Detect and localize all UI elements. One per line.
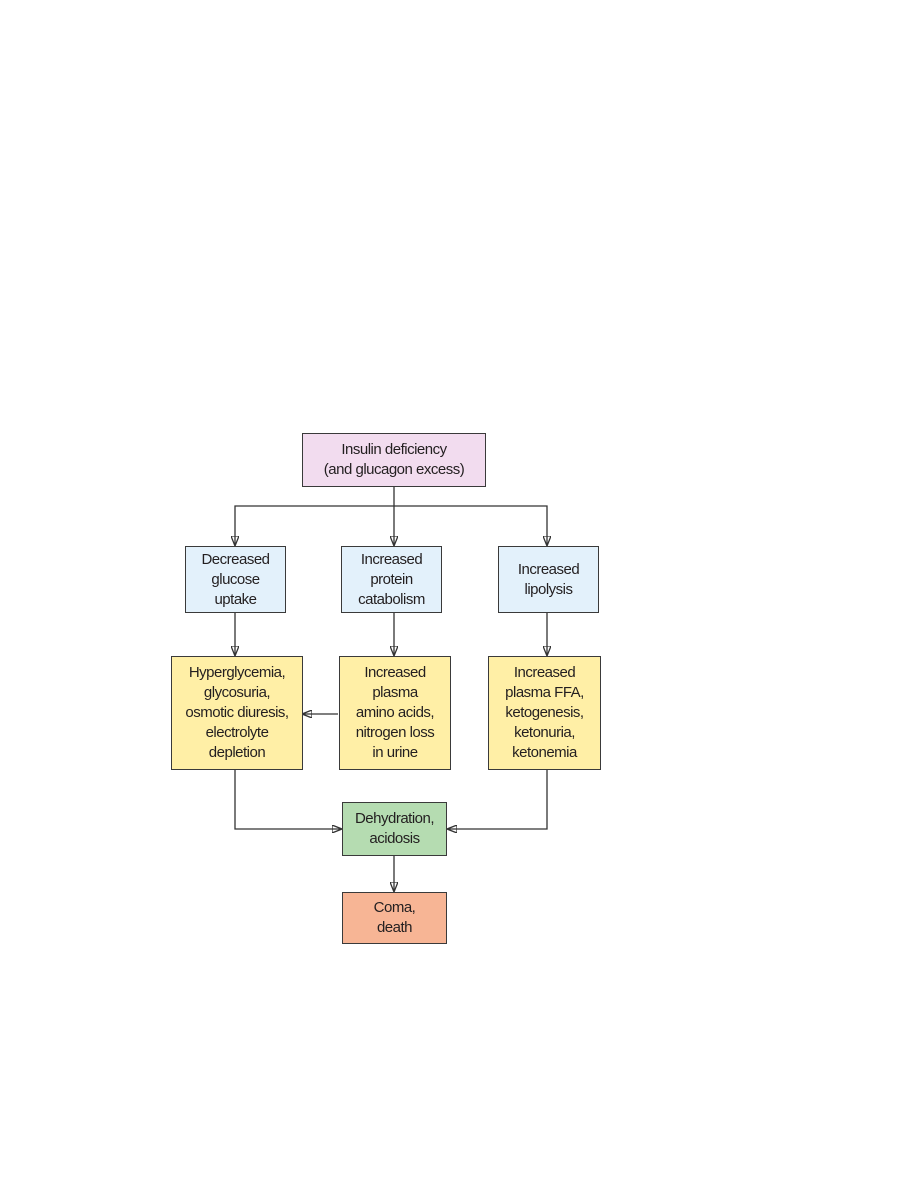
coma-death-line-2: death [376,919,413,936]
plasma-ffa-line-4: ketonuria, [514,724,575,741]
plasma-ffa-line-2: plasma FFA, [505,684,584,701]
insulin-deficiency-line-1: Insulin deficiency [341,441,447,458]
plasma-amino-acids-line-2: plasma [372,684,418,701]
dehydration-acidosis-line-2: acidosis [369,830,420,847]
hyperglycemia-line-3: osmotic diuresis, [185,704,289,721]
plasma-amino-acids-line-1: Increased [364,664,426,681]
arrow-ffa-to-dehydration [448,770,548,829]
increased-protein-catabolism-line-1: Increased [360,550,423,568]
plasma-amino-acids-line-5: in urine [372,744,418,761]
dehydration-acidosis-line-1: Dehydration, [354,810,435,827]
arrow-insulin-to-lipolysis [394,505,547,545]
coma-death-box: Coma, death [342,892,447,944]
dehydration-acidosis-box: Dehydration, acidosis [342,802,447,856]
plasma-ffa-line-5: ketonemia [512,744,577,761]
decreased-glucose-uptake-box: Decreased glucose uptake [185,546,286,613]
plasma-amino-acids-line-3: amino acids, [355,704,435,721]
arrow-hyperglycemia-to-dehydration [234,770,341,829]
decreased-glucose-uptake-line-3: uptake [214,590,257,608]
increased-lipolysis-line-2: lipolysis [524,580,573,598]
hyperglycemia-line-1: Hyperglycemia, [188,664,286,681]
increased-protein-catabolism-line-2: protein [370,570,413,588]
plasma-amino-acids-line-4: nitrogen loss [355,724,435,741]
increased-lipolysis-line-1: Increased [517,560,580,578]
plasma-ffa-line-1: Increased [513,664,576,681]
hyperglycemia-box: Hyperglycemia, glycosuria, osmotic diure… [171,656,303,770]
increased-protein-catabolism-line-3: catabolism [358,590,425,608]
decreased-glucose-uptake-line-2: glucose [211,570,260,588]
plasma-ffa-box: Increased plasma FFA, ketogenesis, keton… [488,656,601,770]
hyperglycemia-line-2: glycosuria, [203,684,271,701]
insulin-deficiency-box: Insulin deficiency (and glucagon excess) [302,433,486,487]
plasma-ffa-line-3: ketogenesis, [505,704,584,721]
insulin-deficiency-line-2: (and glucagon excess) [323,461,465,478]
increased-lipolysis-box: Increased lipolysis [498,546,599,613]
coma-death-line-1: Coma, [373,899,416,916]
decreased-glucose-uptake-line-1: Decreased [201,550,270,568]
arrow-insulin-to-glucose [235,505,394,545]
hyperglycemia-line-4: electrolyte [205,724,269,741]
increased-protein-catabolism-box: Increased protein catabolism [341,546,442,613]
plasma-amino-acids-box: Increased plasma amino acids, nitrogen l… [339,656,451,770]
hyperglycemia-line-5: depletion [208,744,266,761]
